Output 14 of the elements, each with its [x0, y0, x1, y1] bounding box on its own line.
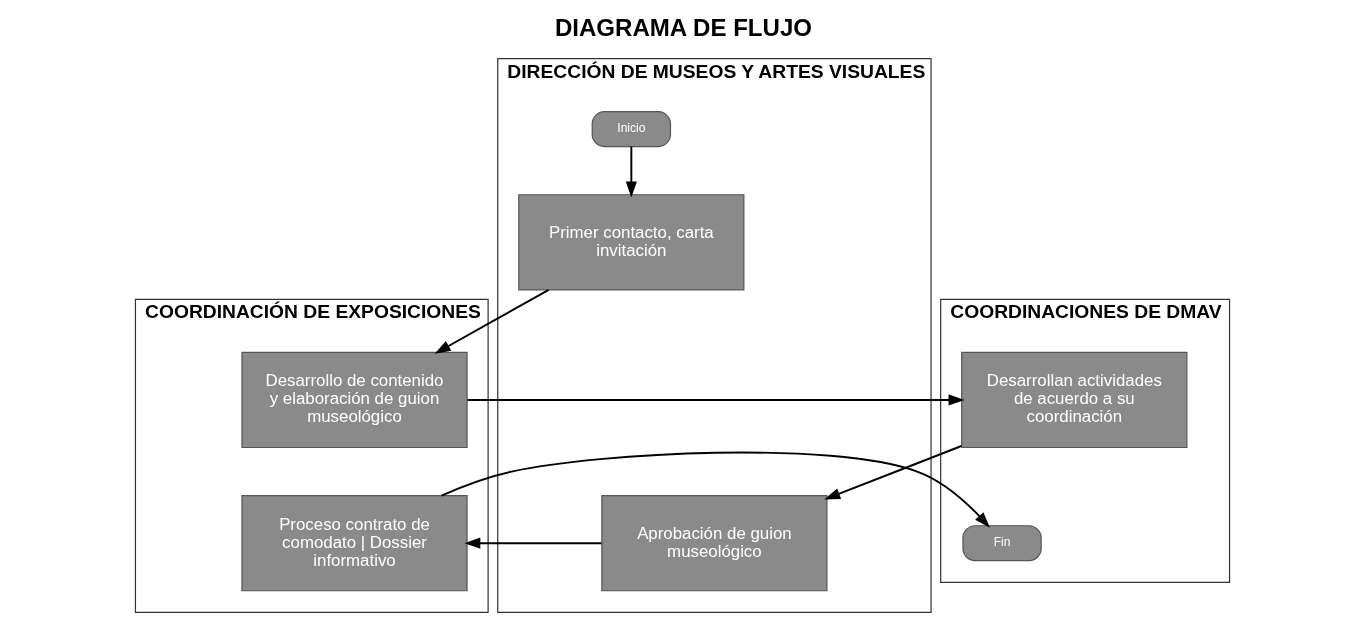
node-box: Inicio: [591, 111, 671, 148]
node-box: Desarrollo de contenido y elaboración de guion museológico: [240, 351, 468, 449]
arrow: [440, 451, 990, 528]
arrow: [465, 394, 964, 406]
node-box: Proceso contrato de comodato | Dossier informativo: [240, 495, 468, 592]
arrow: [823, 444, 962, 500]
node-box: Fin: [961, 525, 1042, 562]
node-box: Desarrollan actividades de acuerdo a su coordinación: [960, 351, 1187, 449]
node-box: Aprobación de guion museológico: [600, 495, 828, 592]
arrow: [463, 537, 602, 549]
arrow: [434, 288, 550, 354]
diagram-title: DIAGRAMA DE FLUJO: [554, 13, 812, 41]
arrow: [625, 145, 637, 198]
node-box: Primer contacto, carta invitación: [517, 194, 744, 291]
